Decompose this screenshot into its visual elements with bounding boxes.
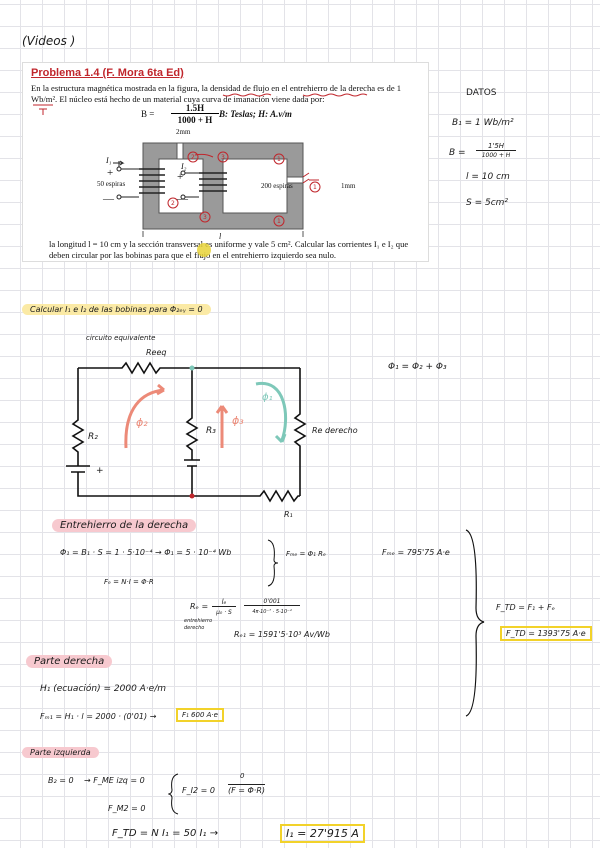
datos-b-num: 1'5H	[476, 142, 516, 151]
fig-minus-center: —	[177, 193, 188, 205]
formula-numerator: 1.5H	[171, 103, 219, 114]
datos-title: DATOS	[466, 88, 497, 98]
formula-lhs: B =	[141, 109, 155, 119]
b2-value: B₂ = 0	[48, 776, 74, 785]
datos-b-den: 1000 + H	[481, 152, 511, 159]
video-tag: (Videos )	[22, 34, 76, 48]
circuit-r1-label: R₁	[284, 510, 293, 519]
fi2-value: F_I2 = 0	[182, 786, 215, 795]
datos-l: l = 10 cm	[466, 172, 510, 182]
problem-text-intro: En la estructura magnética mostrada en l…	[31, 83, 402, 104]
datos-b1: B₁ = 1 Wb/m²	[452, 118, 514, 128]
ftd-expression: F_TD = F₁ + Fₑ	[496, 603, 555, 612]
re-note: entrehierro derecho	[184, 618, 213, 631]
formula-denominator: 1000 + H	[177, 115, 213, 125]
circuit-phi1-label: ϕ₁	[262, 392, 273, 403]
ftd-i1-relation: F_TD = N I₁ = 50 I₁ →	[112, 828, 219, 839]
problem-title: Problema 1.4 (F. Mora 6ta Ed)	[31, 67, 184, 79]
re-lhs: Rₑ =	[190, 602, 209, 611]
zero-numerator: 0	[240, 772, 245, 780]
calcular-highlight: Calcular I₁ e I₂ de las bobinas para Φ₂ₑ…	[22, 304, 211, 315]
re-denominator: μ₀ · S	[216, 609, 232, 616]
cursor-highlight	[197, 243, 211, 257]
ftd-value-box: F_TD = 1393'75 A·e	[500, 626, 592, 641]
i1-value-box: I₁ = 27'915 A	[280, 824, 365, 843]
section-heading-entrehierro: Entrehierro de la derecha	[52, 519, 197, 532]
svg-text:1: 1	[277, 218, 281, 225]
fig-gap-label: 2mm	[176, 128, 191, 136]
fig-plus-center: +	[177, 171, 184, 183]
magnetic-core-figure: 2 1 2 3 1 1 3	[113, 142, 321, 237]
brace-small	[267, 539, 279, 587]
fm1-calculation: Fₘ₁ = H₁ · l = 2000 · (0'01) →	[40, 712, 157, 721]
fig-right-gap: 1mm	[341, 182, 356, 190]
fig-right-turns: 200 espiras	[261, 182, 293, 190]
parte-izquierda-highlight: Parte izquierda	[22, 747, 99, 758]
re-denominator-value: 4π·10⁻⁷ · 5·10⁻⁴	[252, 609, 292, 615]
circuit-label: circuito equivalente	[86, 334, 156, 342]
circuit-r2-label: R₂	[88, 432, 98, 442]
flux-equation: Φ₁ = Φ₂ + Φ₃	[388, 362, 447, 372]
fme-izq: → F_ME izq = 0	[84, 776, 145, 785]
circuit-re-derecho-label: Re derecho	[312, 426, 358, 435]
fi2-expression: (F = Φ·R)	[228, 784, 266, 795]
svg-text:2: 2	[191, 154, 195, 161]
fig-minus-left: —	[103, 193, 114, 205]
fig-plus-left: +	[107, 167, 114, 179]
entrehierro-highlight: Entrehierro de la derecha	[52, 519, 197, 532]
datos-s: S = 5cm²	[466, 198, 509, 208]
re-value: Rₑ₁ = 1591'5·10³ Av/Wb	[234, 630, 330, 639]
fig-left-turns: 50 espiras	[97, 180, 126, 188]
brace-left-part	[168, 773, 179, 815]
re-numerator: lₑ	[212, 598, 236, 607]
problem-statement-image: Problema 1.4 (F. Mora 6ta Ed) En la estr…	[22, 62, 429, 262]
fme-value: Fₘₑ = 795'75 A·e	[382, 548, 450, 557]
svg-text:2: 2	[171, 200, 175, 207]
circuit-r3-label: R₃	[206, 426, 216, 436]
circuit-phi3-label: ϕ₃	[232, 414, 244, 427]
re-numerator-value: 0'001	[244, 598, 300, 606]
equivalent-circuit	[66, 361, 307, 503]
fme-expression: Fₘₑ = Φ₁ Rₑ	[286, 550, 326, 558]
formula-units: B: Teslas; H: A.v/m	[219, 109, 292, 119]
svg-text:1: 1	[277, 156, 281, 163]
phi1-calculation: Φ₁ = B₁ · S = 1 · 5·10⁻⁴ → Φ₁ = 5 · 10⁻⁴…	[60, 548, 232, 557]
fig-length-label: l	[219, 232, 222, 241]
section-heading-calcular: Calcular I₁ e I₂ de las bobinas para Φ₂ₑ…	[22, 304, 211, 315]
section-heading-parte-derecha: Parte derecha	[26, 655, 113, 668]
svg-text:1: 1	[313, 184, 317, 191]
h1-equation: H₁ (ecuación) = 2000 A·e/m	[40, 684, 167, 694]
f-relation: Fₑ = N·I = Φ·R	[104, 578, 154, 586]
datos-b-lhs: B =	[449, 148, 466, 158]
fm2-value: F_M2 = 0	[108, 804, 146, 813]
section-heading-parte-izquierda: Parte izquierda	[22, 747, 99, 758]
circuit-phi2-label: ϕ₂	[136, 416, 148, 429]
fig-i1-label: I₁	[106, 156, 112, 165]
svg-text:3: 3	[221, 154, 225, 161]
circuit-plus-label: +	[96, 466, 104, 476]
fig-i2-label: I₂	[181, 162, 187, 171]
problem-text-question: la longitud l = 10 cm y la sección trans…	[49, 239, 409, 260]
fm1-value-box: F₁ 600 A·e	[176, 708, 224, 722]
brace-large	[465, 529, 485, 717]
parte-derecha-highlight: Parte derecha	[26, 655, 113, 668]
problem-annotations	[33, 93, 368, 115]
svg-text:3: 3	[203, 214, 207, 221]
circuit-reeq-label: Reeq	[146, 348, 167, 357]
